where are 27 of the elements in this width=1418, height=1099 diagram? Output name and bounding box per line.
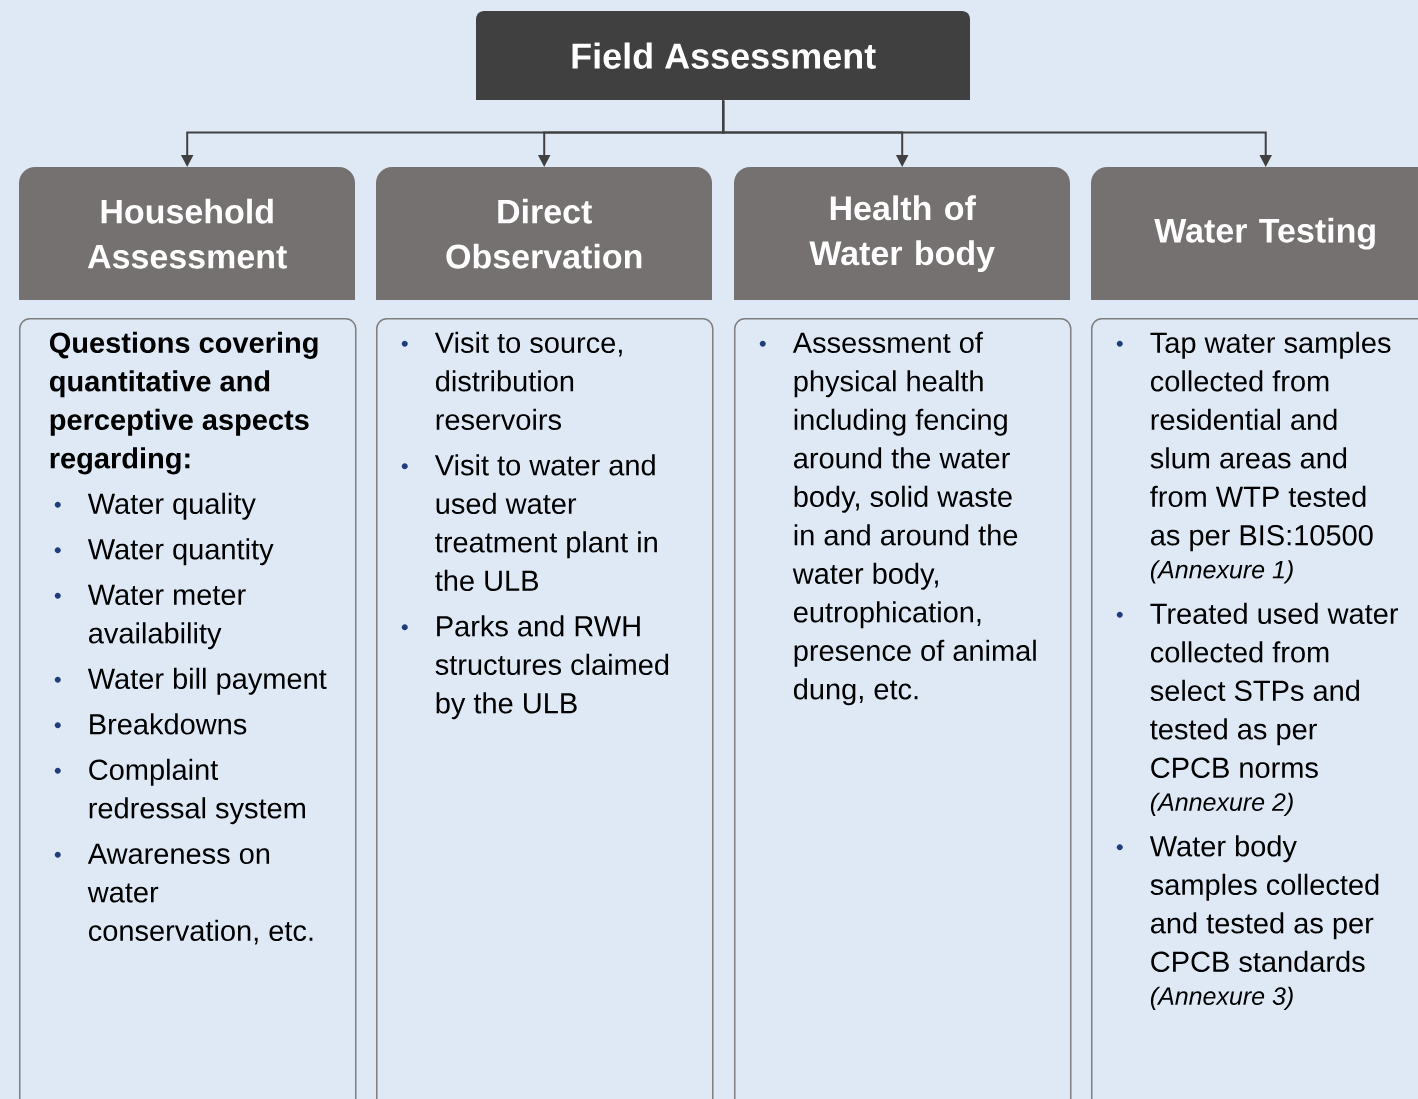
bullet-text: Water body samples collected and tested as per CPCB standards — [1149, 835, 1379, 973]
bullet-text: Water quality — [87, 492, 256, 520]
content-box — [19, 318, 357, 1099]
note-text: (Annexure 1) — [1150, 560, 1293, 584]
note-text: (Annexure 2) — [1150, 792, 1293, 816]
bullet-text: Visit to water and used water treatment plant in the ULB — [434, 454, 657, 592]
bullet-text: Assessment of physical health including fencing around the water body, solid waste in and around the water body, eutrophication, presence of animal dung, etc. — [792, 331, 1036, 706]
content-box — [734, 318, 1072, 1099]
bullet-text: Treated used water collected from select STPs and tested as per CPCB norms — [1150, 602, 1398, 779]
bullet-text: Water bill payment — [87, 667, 327, 695]
header-box: Water Testing — [1091, 167, 1418, 300]
note-text: (Annexure 3) — [1150, 986, 1293, 1010]
bullet-text: Complaint redressal system — [89, 758, 305, 825]
bullet-text: Breakdowns — [90, 713, 247, 735]
heading-text: Questions covering quantitative and perceptive aspects regarding: — [49, 331, 318, 475]
content-box — [376, 318, 714, 1099]
title-box: Field Assessment — [476, 11, 970, 100]
content-box — [1091, 318, 1418, 1099]
header-box: Direct Observation — [376, 167, 712, 300]
header-box: Household Assessment — [19, 167, 355, 300]
bullet-text: Tap water samples collected from residential and slum areas and from WTP tested as per BIS:10500 — [1150, 331, 1391, 552]
bullet-text: Water quantity — [87, 538, 274, 566]
header-box: Health of Water body — [734, 167, 1070, 300]
bullet-text: Water meter availability — [87, 584, 246, 650]
bullet-text: Visit to source, distribution reservoirs — [434, 331, 622, 431]
bullet-text: Parks and RWH structures claimed by the ULB — [435, 615, 669, 720]
bullet-text: Awareness on water conservation, etc. — [87, 843, 313, 945]
